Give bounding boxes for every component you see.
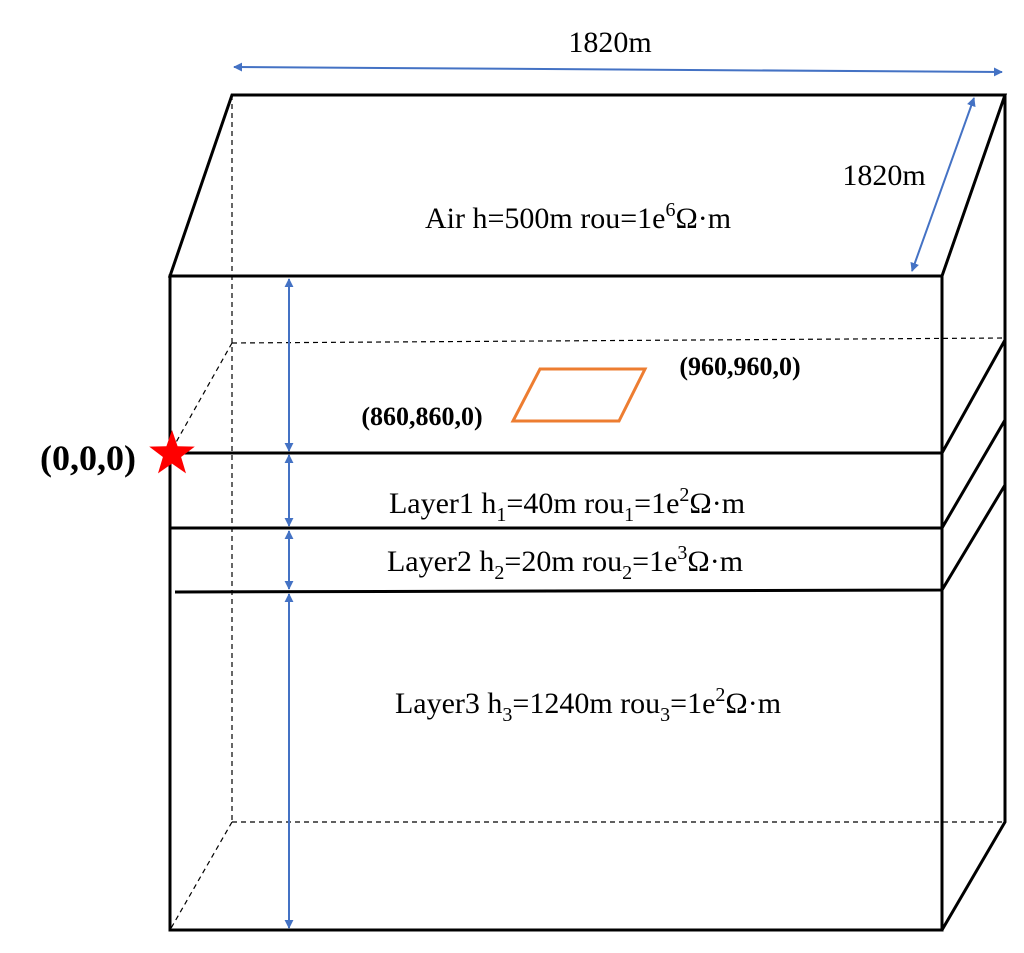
layer2-bottom-interface-line bbox=[174, 484, 1007, 594]
right-face bbox=[940, 95, 1007, 931]
layer1-bottom-interface-line bbox=[170, 419, 1007, 530]
loop-corner-far-label: (960,960,0) bbox=[679, 352, 800, 381]
hidden-edges bbox=[169, 95, 1006, 931]
width-dimension-arrow bbox=[233, 62, 1003, 77]
origin-star-icon bbox=[149, 430, 195, 474]
surface-interface-line bbox=[170, 339, 1007, 455]
dimension-arrows bbox=[233, 62, 1003, 929]
origin-label: (0,0,0) bbox=[40, 438, 136, 478]
hidden-left-bottom-diagonal bbox=[169, 821, 233, 931]
width-label: 1820m bbox=[568, 26, 651, 59]
box-edges bbox=[167, 93, 1008, 932]
hidden-left-surface-diagonal bbox=[169, 342, 233, 454]
hidden-back-top-surface-edge bbox=[231, 337, 1006, 344]
depth-label: 1820m bbox=[842, 159, 925, 192]
layer3-label: Layer3 h3=1240m rou3=1e2Ω·m bbox=[395, 684, 781, 726]
layer-interfaces bbox=[170, 339, 1007, 594]
layer1-label: Layer1 h1=40m rou1=1e2Ω·m bbox=[389, 484, 745, 526]
loop-corner-near-label: (860,860,0) bbox=[361, 402, 482, 431]
depth-dimension-arrow bbox=[910, 97, 976, 272]
air-label: Air h=500m rou=1e6Ω·m bbox=[425, 199, 731, 235]
front-face bbox=[168, 274, 944, 932]
layer2-label: Layer2 h2=20m rou2=1e3Ω·m bbox=[387, 542, 743, 584]
transmitter-loop bbox=[510, 367, 648, 423]
